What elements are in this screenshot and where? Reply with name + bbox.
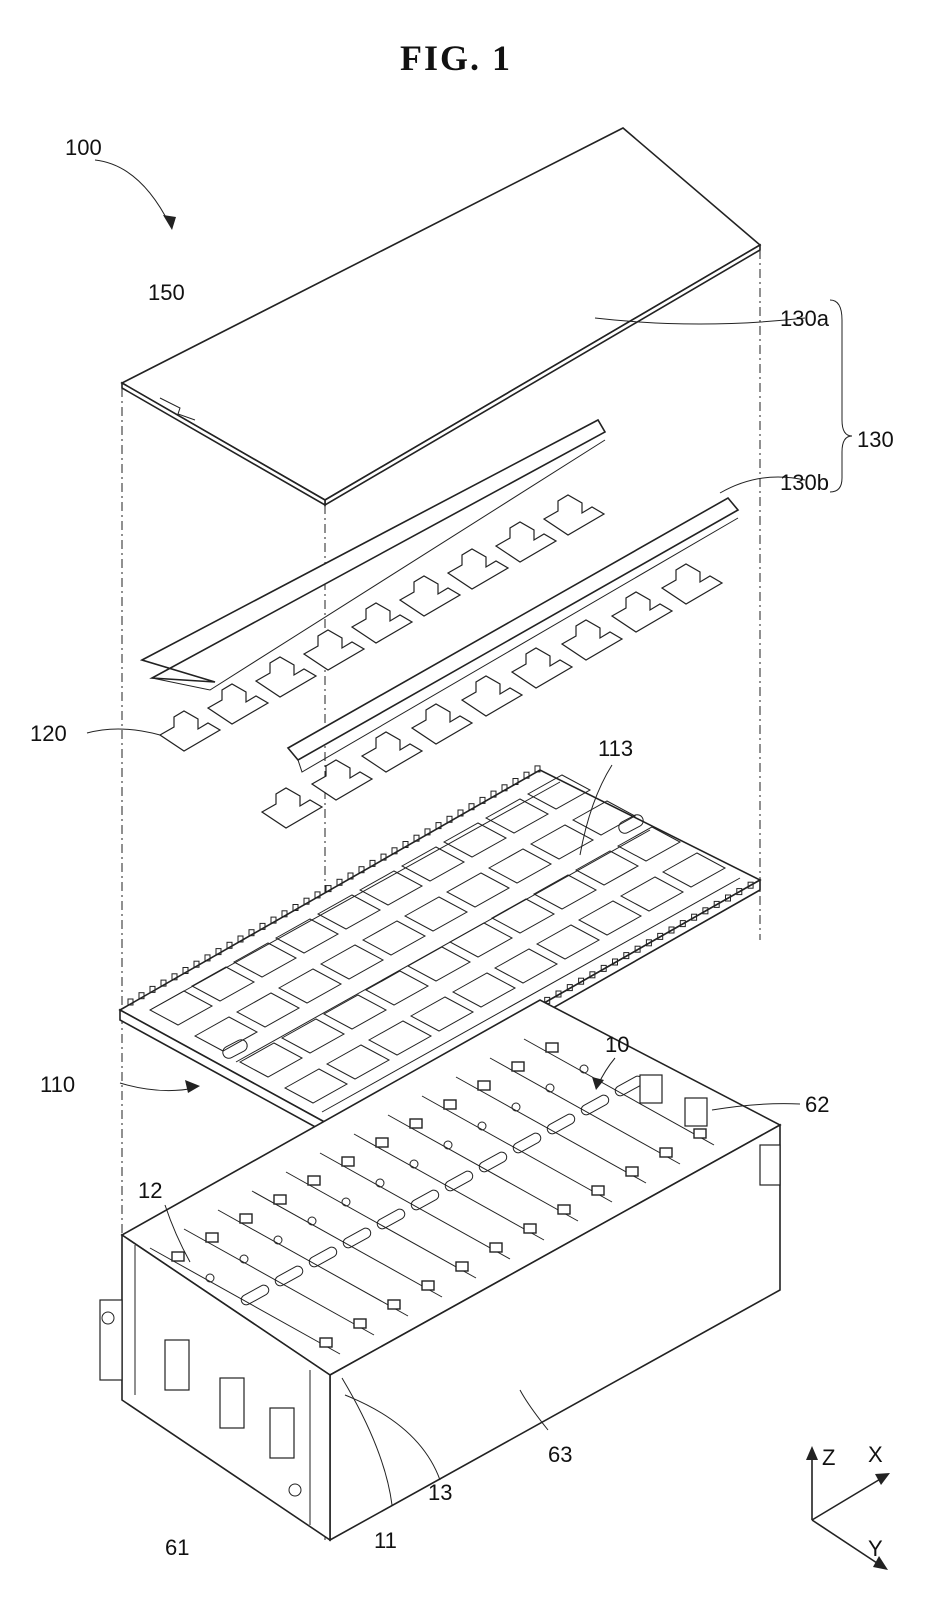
figure-title: FIG. 1: [400, 38, 512, 78]
busbar-tab: [462, 676, 522, 716]
label-12: 12: [138, 1178, 162, 1203]
busbar-tab: [512, 648, 572, 688]
label-113: 113: [598, 736, 633, 761]
busbar-tab: [262, 788, 322, 828]
busbar-tab: [312, 760, 372, 800]
busbar-row-lower: [262, 564, 722, 828]
busbar-tab: [400, 576, 460, 616]
cell-terminal: [172, 1252, 184, 1261]
label-130a: 130a: [780, 306, 830, 331]
cell-terminal: [240, 1214, 252, 1223]
busbar-tab: [208, 684, 268, 724]
label-61: 61: [165, 1535, 189, 1560]
cell-terminal: [592, 1186, 604, 1195]
label-150: 150: [148, 280, 185, 305]
cell-terminal: [422, 1281, 434, 1290]
cell-terminal: [512, 1062, 524, 1071]
axis-x-label: X: [868, 1442, 883, 1467]
cell-terminal: [376, 1138, 388, 1147]
cell-terminal: [308, 1176, 320, 1185]
label-110: 110: [40, 1072, 75, 1097]
busbar-tab: [304, 630, 364, 670]
axis-z-label: Z: [822, 1445, 835, 1470]
cell-terminal: [626, 1167, 638, 1176]
busbar-tab: [612, 592, 672, 632]
busbar-tab: [562, 620, 622, 660]
label-130: 130: [857, 427, 894, 452]
label-100: 100: [65, 135, 102, 160]
cell-terminal: [444, 1100, 456, 1109]
cell-terminal: [320, 1338, 332, 1347]
cell-terminal: [558, 1205, 570, 1214]
axis-y-label: Y: [868, 1536, 883, 1561]
busbar-tab: [448, 549, 508, 589]
cell-terminal: [660, 1148, 672, 1157]
busbar-tab: [544, 495, 604, 535]
cell-terminal: [478, 1081, 490, 1090]
cell-terminal: [694, 1129, 706, 1138]
label-10: 10: [605, 1032, 629, 1057]
cover-150: [122, 128, 760, 505]
busbar-tab: [496, 522, 556, 562]
cell-terminal: [524, 1224, 536, 1233]
cell-terminal: [354, 1319, 366, 1328]
cell-terminal: [546, 1043, 558, 1052]
battery-stack: [100, 1000, 780, 1540]
busbar-tab: [352, 603, 412, 643]
cell-terminal: [410, 1119, 422, 1128]
label-63: 63: [548, 1442, 572, 1467]
busbar-tab: [256, 657, 316, 697]
label-11: 11: [374, 1528, 397, 1553]
cell-terminal: [342, 1157, 354, 1166]
cell-terminal: [274, 1195, 286, 1204]
cell-terminal: [490, 1243, 502, 1252]
cell-terminal: [456, 1262, 468, 1271]
busbar-tab: [160, 711, 220, 751]
label-13: 13: [428, 1480, 452, 1505]
busbar-tab: [662, 564, 722, 604]
cell-terminal: [206, 1233, 218, 1242]
busbar-tab: [362, 732, 422, 772]
label-62: 62: [805, 1092, 829, 1117]
cell-terminal: [388, 1300, 400, 1309]
busbar-tab: [412, 704, 472, 744]
label-120: 120: [30, 721, 67, 746]
label-130b: 130b: [780, 470, 829, 495]
